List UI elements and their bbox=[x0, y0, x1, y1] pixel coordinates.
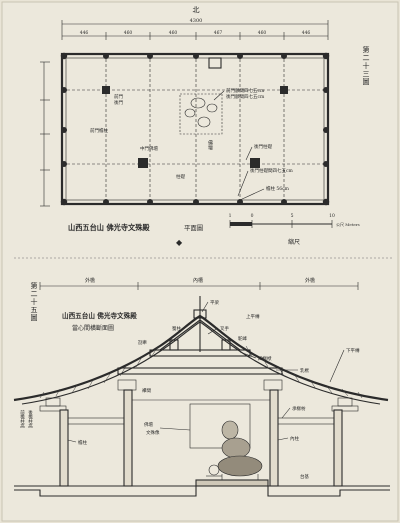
scale-tick-0: 0 bbox=[251, 213, 254, 219]
statue-outline bbox=[217, 420, 263, 486]
top-dimension-line bbox=[61, 20, 329, 40]
section-top-dims bbox=[39, 282, 359, 290]
scale-unit: 公尺 Meters bbox=[336, 222, 360, 227]
plan-leaders bbox=[213, 90, 265, 201]
side-note-rear: 後檐柱高 bbox=[28, 409, 33, 430]
roof-hatch bbox=[39, 345, 363, 399]
callout-base: 後門柱礎 bbox=[254, 143, 272, 150]
section-title-1: 山西五台山 佛光寺文殊殿 bbox=[62, 311, 137, 320]
callout-rear-gate: 後門 bbox=[114, 99, 123, 106]
label-cha-shou: 叉手 bbox=[220, 325, 229, 332]
label-tuo-feng: 駝峰 bbox=[238, 335, 247, 342]
section-title-2: 當心間橫斷面圖 bbox=[72, 324, 114, 332]
callout-base-span: 後門柱礎間四七五cm bbox=[250, 167, 294, 174]
top-label-inner: 內槽 bbox=[193, 277, 203, 284]
label-podium: 台基 bbox=[300, 473, 309, 480]
dim-bay-4: 467 bbox=[214, 30, 223, 36]
north-mark: 北 bbox=[193, 6, 200, 14]
top-label-outer-left: 外檐 bbox=[85, 277, 95, 284]
scale-tick-1: 1 bbox=[229, 213, 232, 219]
platform bbox=[14, 479, 390, 497]
label-eave-column: 檐柱 bbox=[78, 439, 87, 446]
label-altar: 佛壇 bbox=[144, 421, 153, 428]
plate-label-bottom: 第二十五圖 bbox=[30, 281, 38, 322]
dim-bay-1: 446 bbox=[80, 30, 89, 36]
side-note-front: 前檐柱高 bbox=[20, 409, 25, 430]
scale-label: 縮尺 bbox=[288, 238, 300, 246]
ridge-assembly bbox=[193, 296, 207, 352]
label-zha-qian: 劄牽 bbox=[138, 339, 147, 346]
central-altar bbox=[189, 403, 263, 486]
label-pan-jian: 襻間 bbox=[142, 387, 151, 394]
label-inner-column: 內柱 bbox=[290, 435, 299, 442]
left-dimension-line bbox=[40, 61, 50, 207]
callout-center: 中門佛壇 bbox=[140, 145, 158, 152]
label-upper-purlin: 上平槫 bbox=[246, 313, 260, 320]
label-shu-zhu: 蜀柱 bbox=[172, 325, 181, 332]
callout-column-size: 檐柱 56cm bbox=[266, 185, 290, 192]
label-lower-purlin: 下平槫 bbox=[346, 347, 360, 354]
scale-tick-5: 5 bbox=[291, 213, 294, 219]
plan-subtitle: 平面圖 bbox=[184, 224, 203, 232]
lintels bbox=[67, 399, 335, 425]
dim-bay-2: 460 bbox=[124, 30, 133, 36]
callout-eave-column: 前門檐柱 bbox=[90, 127, 108, 134]
truss-beams bbox=[117, 319, 283, 375]
dim-total: 4300 bbox=[190, 18, 203, 24]
cross-section: 第二十五圖 山西五台山 佛光寺文殊殿 當心間橫斷面圖 外檐 內槽 外檐 bbox=[13, 277, 390, 497]
callout-front-door: 前門額間四七五cm bbox=[226, 87, 265, 94]
label-four-rafter: 四椽栿 bbox=[258, 355, 272, 362]
altar-label: 佛壇 bbox=[207, 139, 213, 151]
perimeter-columns bbox=[60, 52, 330, 206]
dim-bay-6: 446 bbox=[302, 30, 311, 36]
dim-bay-5: 460 bbox=[258, 30, 267, 36]
callout-front-gate: 前門 bbox=[114, 93, 123, 100]
plate-label-top: 第二十三圖 bbox=[362, 45, 370, 86]
label-ridge: 平梁 bbox=[210, 299, 219, 306]
callout-column-base: 柱礎 bbox=[176, 173, 185, 180]
scale-tick-10: 10 bbox=[329, 213, 335, 219]
floor-plan: 北 4300 446 460 460 467 460 446 bbox=[40, 6, 370, 247]
callout-rear-door: 後門額間四七五cm bbox=[226, 93, 265, 100]
north-arrow: ◆ bbox=[176, 238, 183, 247]
section-leaders bbox=[67, 301, 345, 443]
plan-title: 山西五台山 佛光寺文殊殿 bbox=[68, 223, 150, 232]
dim-bay-3: 460 bbox=[169, 30, 178, 36]
label-rafter-beam: 承椽枋 bbox=[292, 405, 306, 412]
label-statue: 文殊像 bbox=[146, 429, 160, 436]
altar-platform bbox=[179, 93, 223, 135]
scale-bar bbox=[229, 220, 333, 228]
interior-column-bases bbox=[102, 57, 288, 168]
label-ru-fu: 乳栿 bbox=[300, 367, 309, 374]
top-label-outer-right: 外檐 bbox=[305, 277, 315, 284]
